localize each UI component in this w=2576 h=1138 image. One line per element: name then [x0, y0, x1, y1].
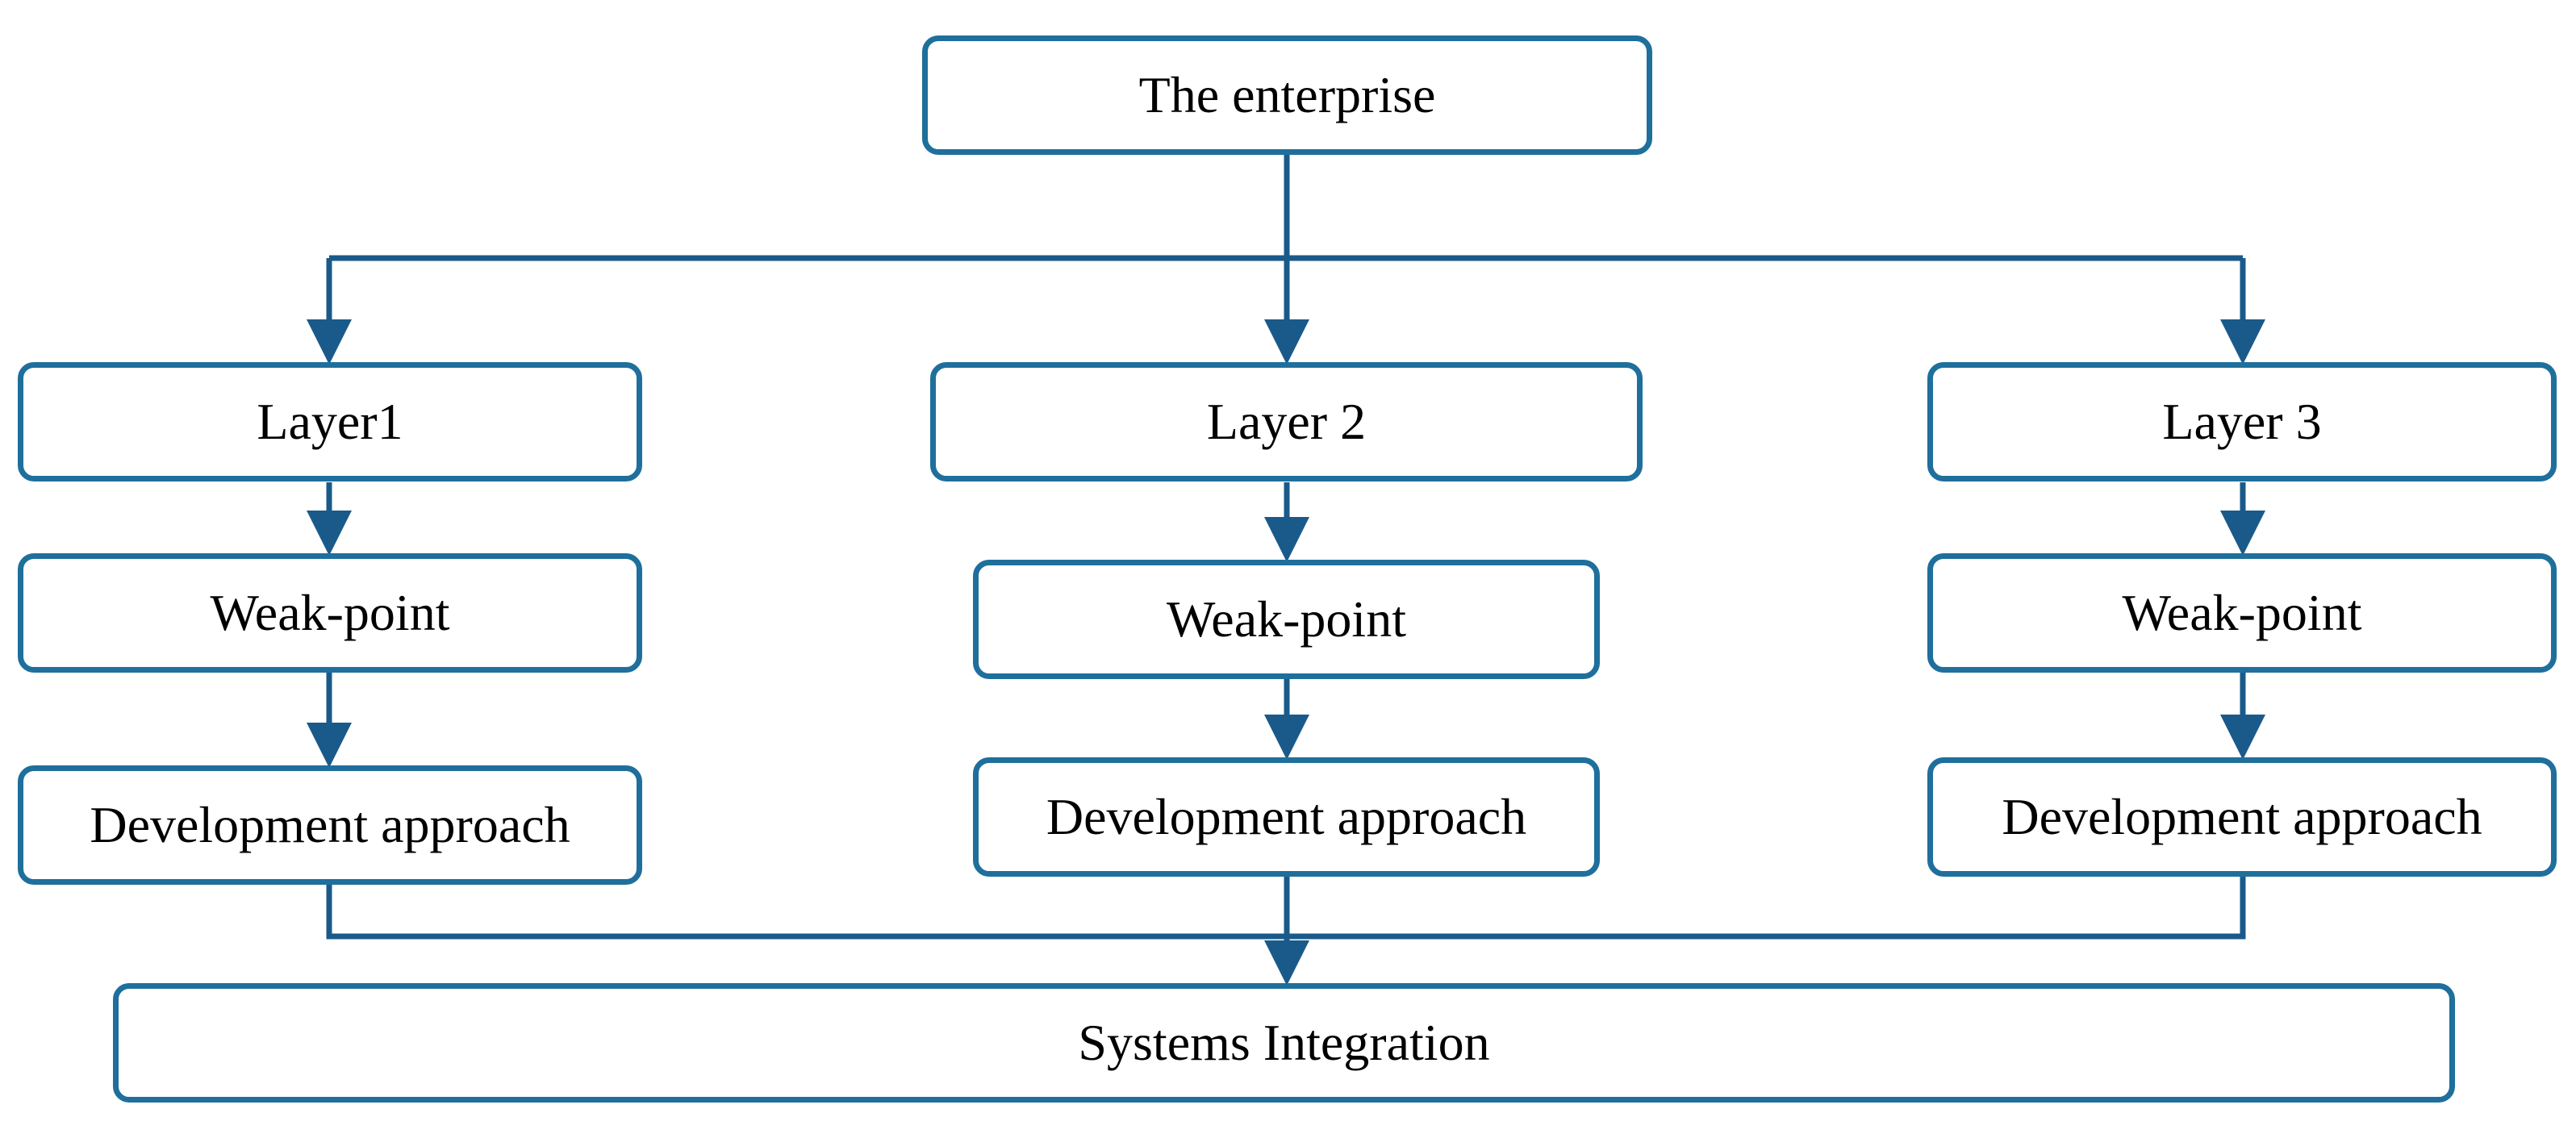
root-node-enterprise: The enterprise	[922, 35, 1652, 155]
layer-node-2: Layer 2	[930, 362, 1643, 481]
development-approach-node-2: Development approach	[973, 757, 1600, 877]
development-approach-node-1: Development approach	[18, 765, 642, 885]
weak-point-node-2: Weak-point	[973, 560, 1600, 679]
weak-point-node-1: Weak-point	[18, 553, 642, 673]
merge-line-left	[326, 885, 1287, 940]
layer-node-1: Layer1	[18, 362, 642, 481]
weak-point-node-3: Weak-point	[1927, 553, 2557, 673]
development-approach-node-3: Development approach	[1927, 757, 2557, 877]
layer-node-3: Layer 3	[1927, 362, 2557, 481]
systems-integration-node: Systems Integration	[113, 983, 2455, 1103]
merge-line-right	[1287, 876, 2246, 940]
